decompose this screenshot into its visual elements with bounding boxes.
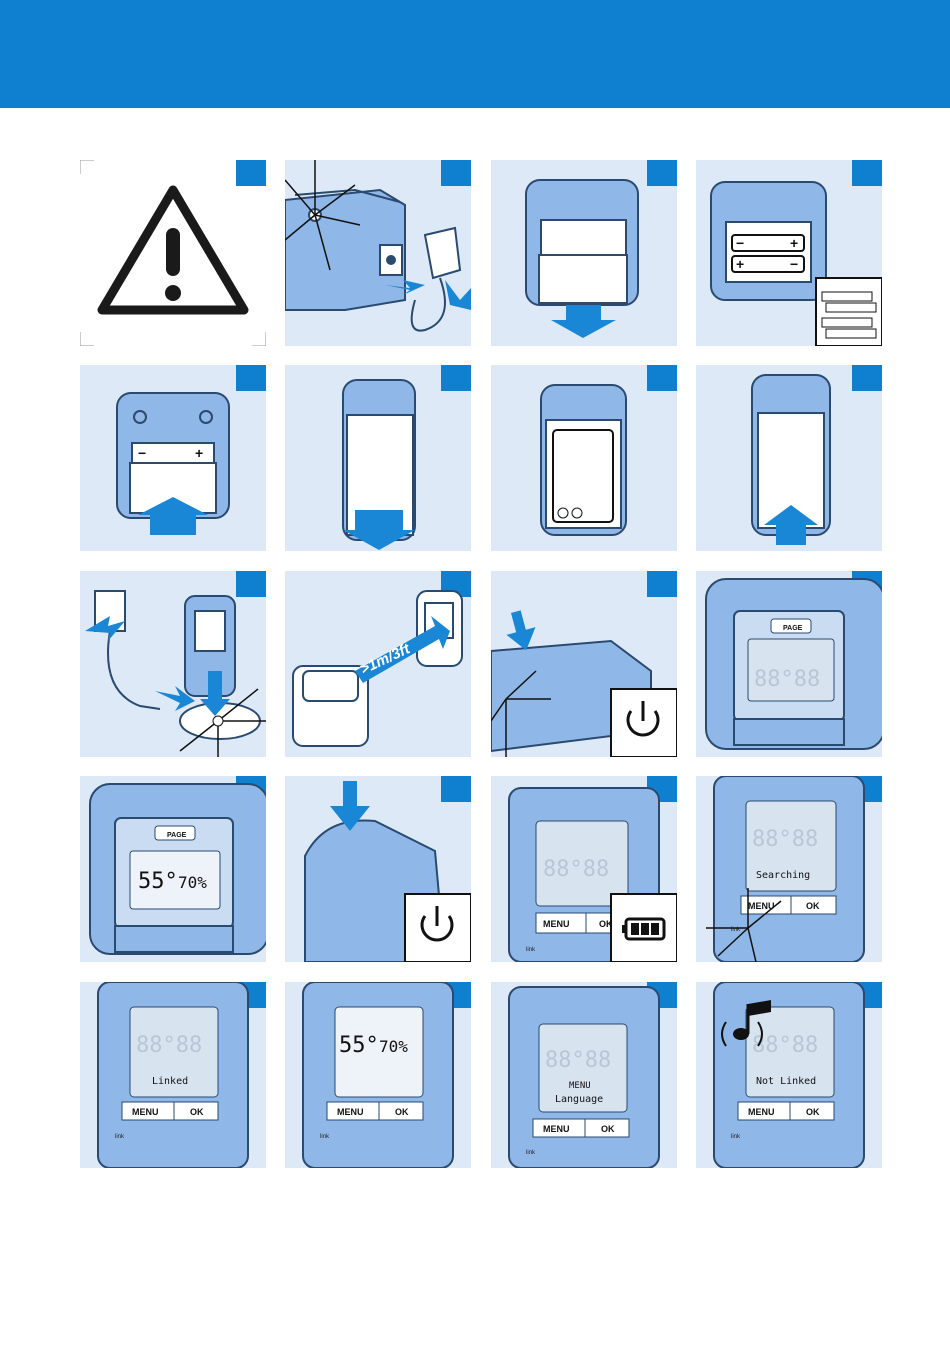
svg-text:−: − (736, 235, 744, 251)
searching-icon: 88°88 Searching MENU OK link (696, 776, 882, 962)
language-line: Language (555, 1094, 603, 1105)
panel-2 (285, 160, 471, 346)
panel-14 (285, 776, 471, 962)
menu-button: MENU (132, 1107, 159, 1117)
panel-3 (491, 160, 677, 346)
ok-button: OK (395, 1107, 409, 1117)
panel-9 (80, 571, 266, 757)
panel-17: 88°88 Linked MENU OK link (80, 982, 266, 1168)
panel-18: 55° 70% MENU OK link (285, 982, 471, 1168)
panel-6 (285, 365, 471, 551)
panel-12: PAGE 88°88 (696, 571, 882, 757)
panel-7 (491, 365, 677, 551)
svg-text:88°88: 88°88 (545, 1048, 611, 1073)
svg-text:+: + (790, 235, 798, 251)
linked-icon: 88°88 Linked MENU OK link (80, 982, 266, 1168)
power-button-icon (491, 571, 677, 757)
page-button: PAGE (783, 625, 803, 632)
menu-button: MENU (337, 1107, 364, 1117)
panel-20: 88°88 Not Linked MENU OK link (696, 982, 882, 1168)
svg-text:88°88: 88°88 (752, 827, 818, 852)
temperature-reading: 55° (138, 869, 178, 894)
warning-icon (80, 160, 266, 346)
status-text: Not Linked (756, 1076, 816, 1087)
humidity-reading: 70% (379, 1037, 408, 1056)
link-label: link (320, 1134, 330, 1140)
panel-4: − + + − (696, 160, 882, 346)
rechargeable-pack-icon (491, 365, 677, 551)
panel-13: PAGE 55° 70% (80, 776, 266, 962)
panel-5: −+ (80, 365, 266, 551)
battery-cover-open-icon (491, 160, 677, 346)
ok-button: OK (601, 1124, 615, 1134)
panel-16: 88°88 Searching MENU OK link (696, 776, 882, 962)
baby-unit-display-icon: PAGE 88°88 (696, 571, 882, 757)
svg-text:88°88: 88°88 (136, 1033, 202, 1058)
battery-cover-close-icon: −+ (80, 365, 266, 551)
svg-text:+: + (195, 445, 203, 461)
svg-text:88°88: 88°88 (543, 857, 609, 882)
menu-button: MENU (748, 1107, 775, 1117)
ok-button: OK (806, 901, 820, 911)
parent-unit-cover-close-icon (696, 365, 882, 551)
parent-power-icon (285, 776, 471, 962)
distance-icon: >1m/3ft (285, 571, 471, 757)
ok-button: OK (806, 1107, 820, 1117)
menu-button: MENU (543, 919, 570, 929)
battery-insert-icon: − + + − (696, 160, 882, 346)
panel-10: >1m/3ft (285, 571, 471, 757)
panel-19: 88°88 MENU Language MENU OK link (491, 982, 677, 1168)
temperature-reading: 55° (339, 1033, 379, 1058)
link-label: link (731, 1134, 741, 1140)
link-label: link (115, 1134, 125, 1140)
not-linked-alarm-icon: 88°88 Not Linked MENU OK link (696, 982, 882, 1168)
ok-button: OK (190, 1107, 204, 1117)
panel-1 (80, 160, 266, 346)
link-label: link (526, 1150, 536, 1156)
menu-line: MENU (569, 1081, 591, 1091)
page-button: PAGE (167, 832, 187, 839)
header-band (0, 0, 950, 108)
parent-unit-cover-open-icon (285, 365, 471, 551)
language-menu-icon: 88°88 MENU Language MENU OK link (491, 982, 677, 1168)
charger-dock-icon (80, 571, 266, 757)
humidity-reading: 70% (178, 873, 207, 892)
status-text: Linked (152, 1076, 188, 1087)
link-label: link (526, 947, 536, 953)
battery-full-icon: 88°88 MENU OK link (491, 776, 677, 962)
baby-unit-reading-icon: PAGE 55° 70% (80, 776, 266, 962)
menu-button: MENU (543, 1124, 570, 1134)
panel-11 (491, 571, 677, 757)
svg-text:+: + (736, 256, 744, 272)
svg-text:−: − (138, 445, 146, 461)
panel-8 (696, 365, 882, 551)
svg-text:88°88: 88°88 (754, 667, 820, 692)
svg-text:−: − (790, 256, 798, 272)
adapter-plug-icon (285, 160, 471, 346)
status-text: Searching (756, 870, 810, 881)
parent-reading-icon: 55° 70% MENU OK link (285, 982, 471, 1168)
panel-15: 88°88 MENU OK link (491, 776, 677, 962)
distance-label: >1m/3ft (357, 640, 413, 678)
